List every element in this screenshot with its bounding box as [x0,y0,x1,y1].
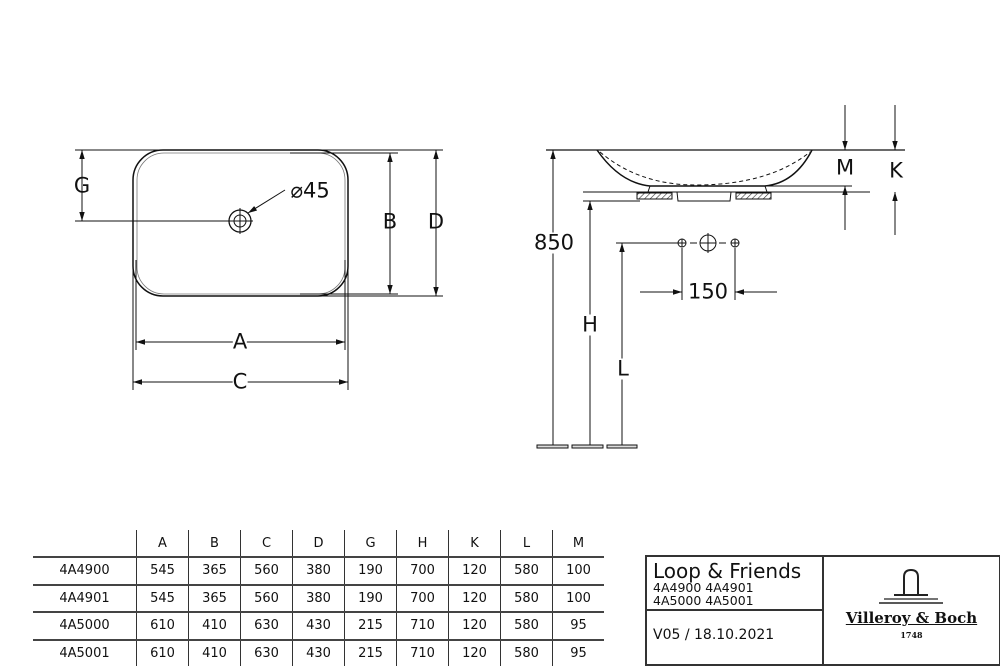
table-header: G [344,530,397,557]
codes-line: 4A5000 4A5001 [653,593,754,608]
dimension-cell: 215 [344,638,397,666]
table-header: B [188,530,241,557]
dimension-cell: 610 [136,611,189,640]
floor-line [536,444,638,449]
dim-label-150: 150 [687,279,729,304]
basin-top-view [132,149,349,297]
article-number-cell: 4A5000 [33,611,137,640]
article-number-cell: 4A5001 [33,638,137,666]
table-header: L [500,530,553,557]
brand-year: 1748 [900,630,923,640]
dimension-cell: 580 [500,638,553,666]
faucet-logo-icon [879,568,943,604]
dim-label-l: L [617,356,629,381]
dim-label-m: M [835,155,855,180]
dimension-cell: 630 [240,611,293,640]
dimension-cell: 380 [292,556,345,585]
table-header: C [240,530,293,557]
dim-label-c: C [232,369,248,394]
dimension-cell: 120 [448,556,501,585]
dimension-cell: 410 [188,638,241,666]
dimension-cell: 365 [188,556,241,585]
dimension-cell: 100 [552,583,604,612]
dim-label-k: K [889,158,903,183]
table-header: M [552,530,604,557]
dimension-cell: 430 [292,638,345,666]
dimension-cell: 95 [552,638,604,666]
product-codes: 4A4900 4A4901 4A5000 4A5001 [653,581,754,607]
dimension-cell: 545 [136,556,189,585]
drain-diameter-label: ⌀45 [290,178,330,203]
dimension-cell: 120 [448,638,501,666]
dimension-cell: 560 [240,556,293,585]
dimension-cell: 410 [188,611,241,640]
dimension-cell: 215 [344,611,397,640]
dimension-cell: 630 [240,638,293,666]
dimension-cell: 700 [396,583,449,612]
dim-label-h: H [582,312,598,337]
table-header: H [396,530,449,557]
dimension-cell: 580 [500,583,553,612]
dimension-cell: 120 [448,583,501,612]
brand-logo: Villeroy & Boch 1748 [824,557,999,664]
table-header-row: A B C D G H K L M [33,530,604,557]
article-number-cell: 4A4900 [33,556,137,585]
dim-label-850: 850 [533,230,575,255]
article-number-cell: 4A4901 [33,583,137,612]
brand-name: Villeroy & Boch [845,609,978,627]
dimension-cell: 190 [344,583,397,612]
dimension-cell: 545 [136,583,189,612]
dimension-cell: 190 [344,556,397,585]
table-header: D [292,530,345,557]
dimension-cell: 610 [136,638,189,666]
dimension-cell: 95 [552,611,604,640]
dimension-cell: 580 [500,556,553,585]
table-header [33,530,137,557]
dimension-cell: 710 [396,611,449,640]
dim-label-b: B [382,209,398,234]
tap-holes [677,233,740,253]
dimension-cell: 710 [396,638,449,666]
table-header: A [136,530,189,557]
title-block: Loop & Friends 4A4900 4A4901 4A5000 4A50… [645,555,1000,666]
dimension-cell: 700 [396,556,449,585]
dim-label-a: A [232,329,248,354]
version-date: V05 / 18.10.2021 [653,627,775,643]
dimension-cell: 100 [552,556,604,585]
dim-label-g: G [73,173,91,198]
table-header: K [448,530,501,557]
product-name: Loop & Friends [653,559,802,583]
dimension-cell: 430 [292,611,345,640]
dimension-cell: 380 [292,583,345,612]
dimension-cell: 365 [188,583,241,612]
dimension-cell: 120 [448,611,501,640]
codes-line: 4A4900 4A4901 [653,580,754,595]
dimension-cell: 560 [240,583,293,612]
dim-label-d: D [427,209,445,234]
dimension-cell: 580 [500,611,553,640]
